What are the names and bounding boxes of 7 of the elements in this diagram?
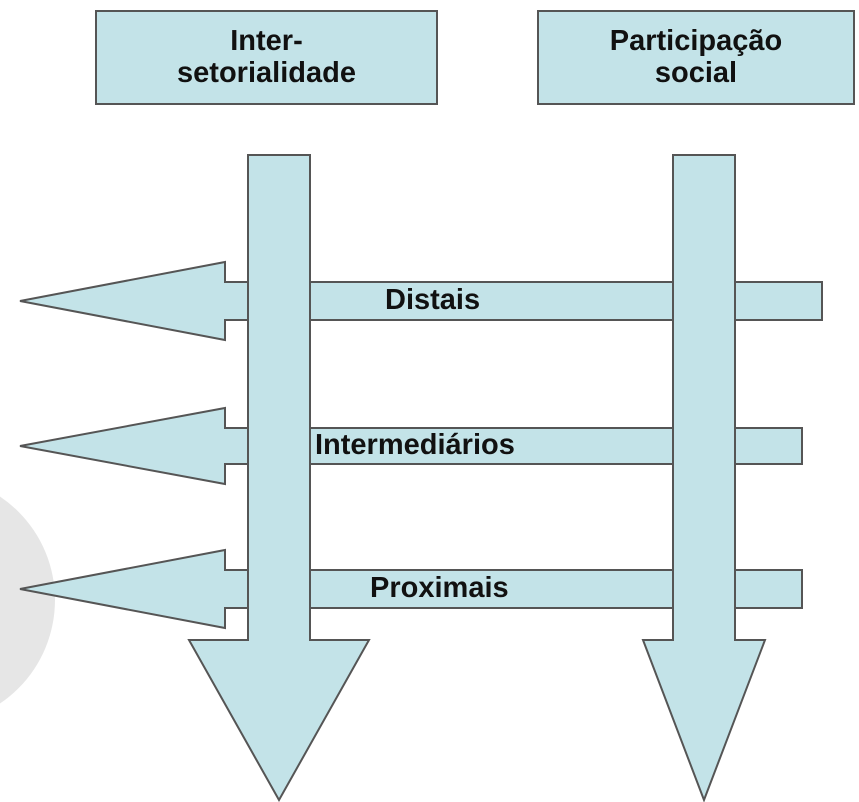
label-box [95, 10, 438, 105]
box-label: Participação social [608, 26, 784, 90]
arrow-label: Intermediários [315, 431, 515, 461]
box-label: Inter- setorialidade [176, 26, 357, 90]
label-box [537, 10, 855, 105]
arrow-label: Distais [385, 286, 480, 316]
arrow-label: Proximais [370, 574, 509, 604]
